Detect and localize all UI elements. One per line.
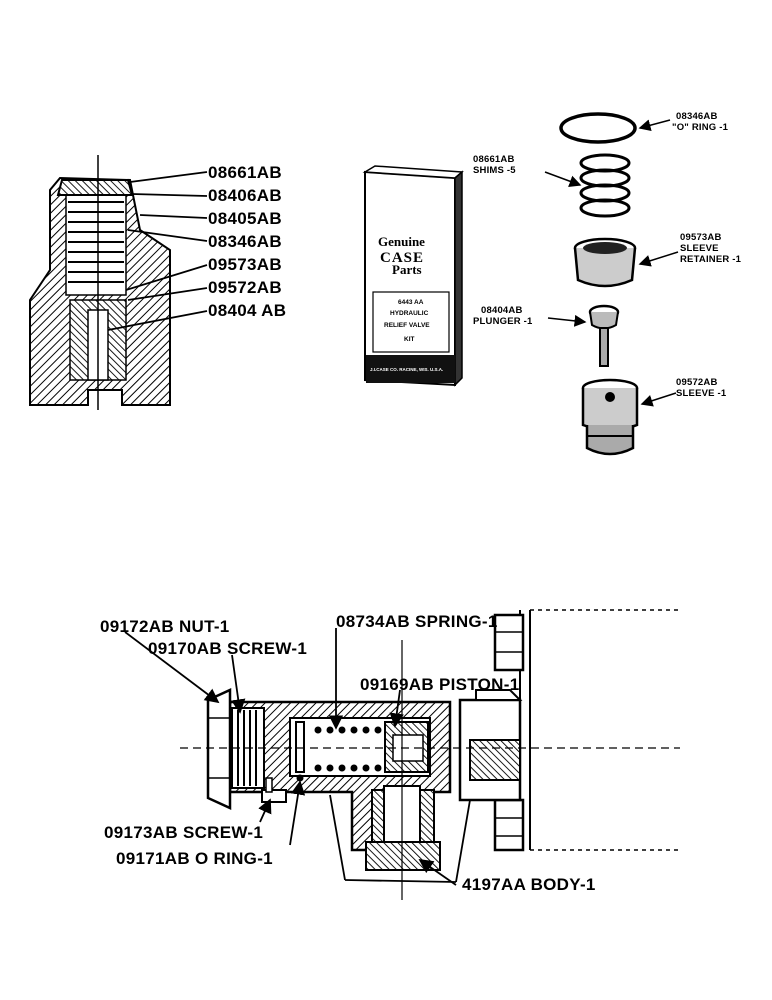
o-ring-part <box>559 112 637 144</box>
label-piston: 09169AB PISTON-1 <box>360 675 519 694</box>
exploded-oring-partno: 08346AB <box>676 111 718 122</box>
kit-box-parts: Parts <box>392 262 422 277</box>
kit-box-desc3: KIT <box>404 336 415 343</box>
label-08346ab: 08346AB <box>208 232 282 251</box>
sleeve-retainer-part <box>573 237 637 288</box>
mounting-plate <box>458 609 680 852</box>
exploded-plunger-desc: PLUNGER -1 <box>473 316 533 327</box>
kit-box-footer: J.I.CASE CO. RACINE, WIS. U.S.A. <box>370 367 443 372</box>
exploded-shims-desc: SHIMS -5 <box>473 165 516 176</box>
top-cross-section <box>29 155 171 410</box>
kit-box-brand: CASE <box>380 250 424 266</box>
exploded-sleeve-partno: 09572AB <box>676 377 718 388</box>
exploded-sleeve-desc: SLEEVE -1 <box>676 388 727 399</box>
exploded-oring-desc: "O" RING -1 <box>672 122 729 133</box>
label-09572ab: 09572AB <box>208 278 282 297</box>
shims-part <box>579 153 631 218</box>
label-09573ab: 09573AB <box>208 255 282 274</box>
plunger-part <box>588 304 620 367</box>
exploded-retainer-desc2: RETAINER -1 <box>680 254 742 265</box>
top-cross-section-labels: 08661AB 08406AB 08405AB 08346AB 09573AB … <box>107 163 286 331</box>
exploded-parts: 08346AB "O" RING -1 08661AB SHIMS -5 095… <box>473 111 742 456</box>
label-08404ab: 08404 AB <box>208 301 286 320</box>
label-body: 4197AA BODY-1 <box>462 875 596 894</box>
sleeve-part <box>581 378 639 456</box>
exploded-plunger-partno: 08404AB <box>481 305 523 316</box>
label-screw-bottom: 09173AB SCREW-1 <box>104 823 263 842</box>
kit-box: Genuine CASE Parts 6443 AA HYDRAULIC REL… <box>362 165 464 387</box>
exploded-shims-partno: 08661AB <box>473 154 515 165</box>
label-08405ab: 08405AB <box>208 209 282 228</box>
label-screw-top: 09170AB SCREW-1 <box>148 639 307 658</box>
label-08661ab: 08661AB <box>208 163 282 182</box>
kit-box-desc2: RELIEF VALVE <box>384 322 430 329</box>
label-spring: 08734AB SPRING-1 <box>336 612 498 631</box>
kit-box-genuine: Genuine <box>378 234 425 249</box>
bottom-labels: 09172AB NUT-1 09170AB SCREW-1 08734AB SP… <box>100 612 596 894</box>
kit-box-desc1: HYDRAULIC <box>390 310 429 317</box>
kit-box-number: 6443 AA <box>398 299 424 306</box>
label-oring: 09171AB O RING-1 <box>116 849 273 868</box>
exploded-retainer-desc: SLEEVE <box>680 243 719 254</box>
label-nut: 09172AB NUT-1 <box>100 617 230 636</box>
spring <box>314 726 382 772</box>
exploded-retainer-partno: 09573AB <box>680 232 722 243</box>
label-08406ab: 08406AB <box>208 186 282 205</box>
